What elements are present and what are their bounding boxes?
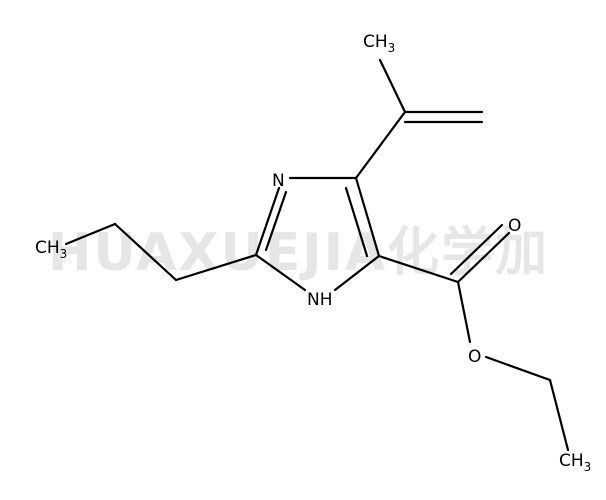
- bond-co-a: [456, 231, 511, 284]
- bond-lines: [64, 58, 570, 452]
- bond-c2-n-b: [264, 190, 288, 252]
- ch3-top-label: CH3: [363, 32, 395, 55]
- bond-co-b: [449, 223, 504, 276]
- bond-propyl-2: [113, 222, 178, 282]
- bond-c2-n-a: [254, 186, 281, 257]
- ester-oxygen-label: O: [468, 347, 481, 367]
- ch3-left-label: CH3: [35, 238, 67, 261]
- bond-nh-c2: [254, 253, 307, 292]
- ring-nitrogen-label: N: [272, 171, 285, 191]
- bond-o-ethyl: [484, 355, 552, 382]
- bond-propyl-3: [64, 222, 117, 246]
- bond-c4-c5-b: [344, 186, 369, 258]
- bond-c5-nh: [333, 254, 381, 292]
- ch3-bottom-label: CH3: [559, 451, 591, 474]
- bond-propyl-1: [174, 253, 258, 282]
- bond-ch3-top: [378, 58, 407, 114]
- watermark-text: HUAXUEJIA化学加: [48, 223, 549, 283]
- ring-nh-label: NH: [307, 290, 333, 310]
- bond-c4-c5-a: [354, 176, 381, 258]
- bond-ethyl-ch3: [548, 378, 570, 452]
- carbonyl-oxygen-label: O: [508, 216, 521, 236]
- bond-c-o-ester: [456, 280, 472, 344]
- bond-c5-carbonyl: [377, 254, 460, 284]
- bond-isopropenyl-ring: [354, 110, 407, 180]
